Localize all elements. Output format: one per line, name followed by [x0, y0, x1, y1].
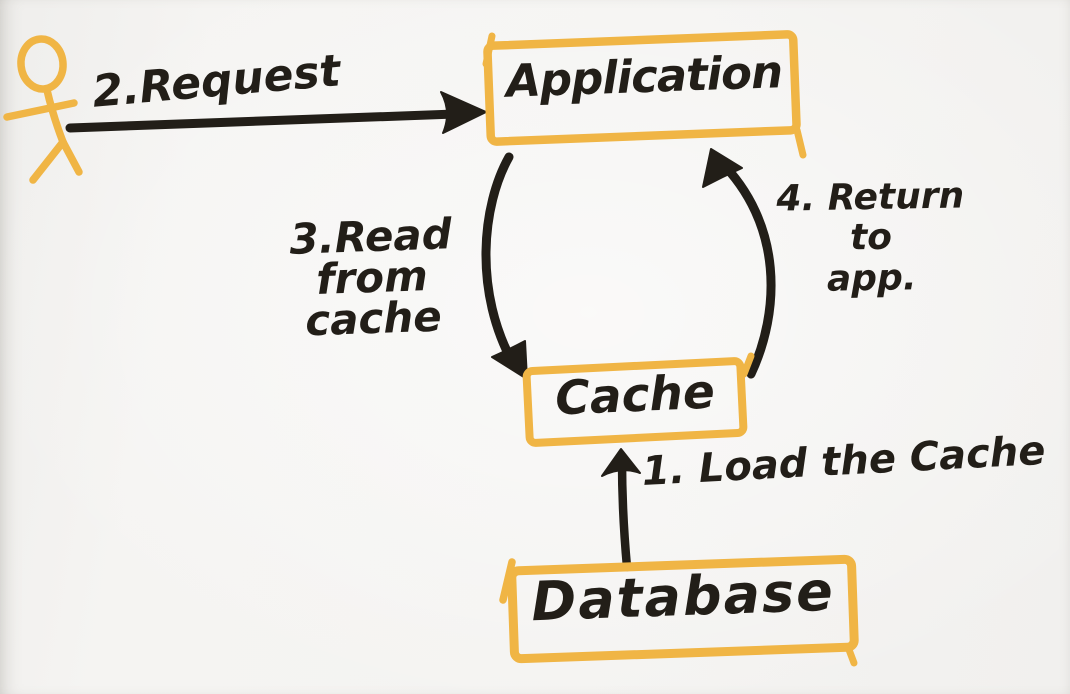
cache-box [522, 352, 755, 447]
cache-box-corner-tick [740, 352, 755, 378]
stick-figure-head [17, 35, 67, 93]
database-box [499, 554, 859, 667]
application-box-corner-tick [482, 32, 496, 68]
return-to-app-arrow-shaft [714, 155, 776, 379]
cache-box-border [522, 357, 748, 447]
load-cache-arrowhead [601, 448, 641, 477]
database-box-corner-tick-2 [844, 643, 858, 667]
return-to-app-arrow [702, 148, 776, 379]
return-to-app-arrow-label: 4. Return to app. [776, 175, 965, 300]
read-from-cache-arrow [481, 152, 528, 380]
request-arrow-shaft [65, 109, 460, 133]
application-box-corner-tick-2 [793, 126, 807, 159]
database-node-label: Database [530, 559, 836, 634]
request-arrow [65, 91, 487, 134]
database-box-border [507, 554, 859, 664]
stick-figure-arms [3, 99, 78, 121]
cache-node-label: Cache [554, 364, 716, 427]
application-box-border [483, 30, 801, 146]
read-from-cache-arrow-label: 3.Read from cache [288, 209, 453, 346]
application-box [482, 30, 807, 159]
database-box-corner-tick [499, 558, 516, 604]
stick-figure-body [43, 86, 67, 146]
read-from-cache-arrow-shaft [481, 152, 519, 370]
return-to-app-arrowhead [702, 148, 743, 188]
application-node-label: Application [505, 45, 783, 108]
stick-figure-left-leg [29, 138, 67, 184]
request-arrowhead [440, 91, 487, 134]
read-from-cache-arrowhead [491, 340, 528, 380]
load-cache-arrow [601, 448, 641, 572]
stick-figure-right-leg [59, 138, 83, 176]
load-cache-arrow-shaft [617, 455, 632, 572]
stick-figure-icon [3, 35, 83, 184]
